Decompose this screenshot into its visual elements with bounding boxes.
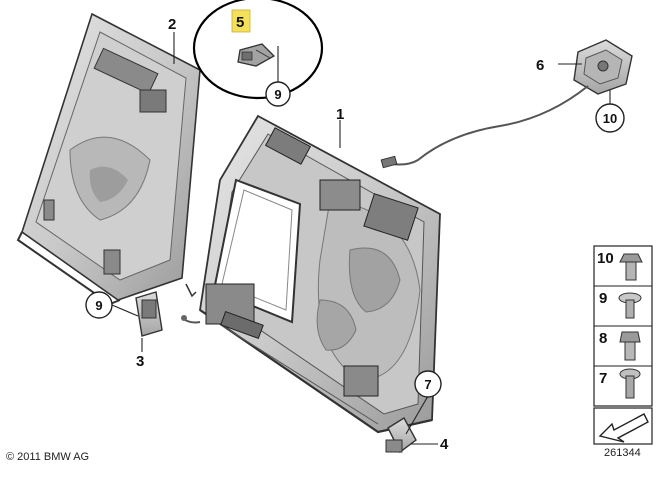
- legend-item-9-label: 9: [599, 290, 607, 307]
- hinge-bracket: [135, 291, 163, 337]
- circled-callout-10: 10: [595, 103, 625, 133]
- direction-arrow-box: [593, 407, 653, 445]
- callout-3: 3: [136, 353, 144, 370]
- circled-10-label: 10: [603, 111, 617, 126]
- fastener-legend: 10 9 8 7: [593, 245, 653, 407]
- circled-callout-9-top: 9: [265, 81, 291, 107]
- angle-bracket: [385, 417, 417, 454]
- circled-9-left-label: 9: [95, 298, 102, 313]
- backrest-frame-main: [199, 114, 441, 434]
- legend-item-8-label: 8: [599, 330, 607, 347]
- hex-bolt-icon: [619, 331, 641, 361]
- legend-item-10-label: 10: [597, 250, 614, 267]
- annotation-ellipse: [192, 0, 324, 100]
- diagram-number: 261344: [604, 447, 641, 459]
- highlight-box-5: [231, 9, 251, 33]
- callout-5: 5: [236, 14, 244, 31]
- callout-6: 6: [536, 57, 544, 74]
- circled-callout-7: 7: [414, 370, 442, 398]
- countersunk-screw-icon: [619, 368, 641, 399]
- callout-1: 1: [336, 106, 344, 123]
- circled-7-label: 7: [424, 377, 431, 392]
- hex-flange-bolt-icon: [619, 253, 643, 281]
- cable-end-lower: [181, 315, 187, 321]
- release-handle: [573, 39, 633, 95]
- circled-callout-9-left: 9: [85, 291, 113, 319]
- torx-screw-icon: [618, 292, 642, 319]
- copyright-text: © 2011 BMW AG: [6, 451, 89, 463]
- circled-9-top-label: 9: [274, 87, 281, 102]
- legend-item-7-label: 7: [599, 370, 607, 387]
- backrest-frame-left: [16, 12, 201, 306]
- leader-lines: [111, 32, 611, 445]
- small-bracket-part5: [237, 43, 276, 67]
- direction-arrow-icon: [598, 413, 649, 443]
- cable-end-fitting: [380, 155, 398, 169]
- callout-4: 4: [440, 436, 449, 453]
- small-clip: [185, 283, 197, 298]
- bowden-cable: [391, 85, 589, 166]
- callout-2: 2: [168, 16, 176, 33]
